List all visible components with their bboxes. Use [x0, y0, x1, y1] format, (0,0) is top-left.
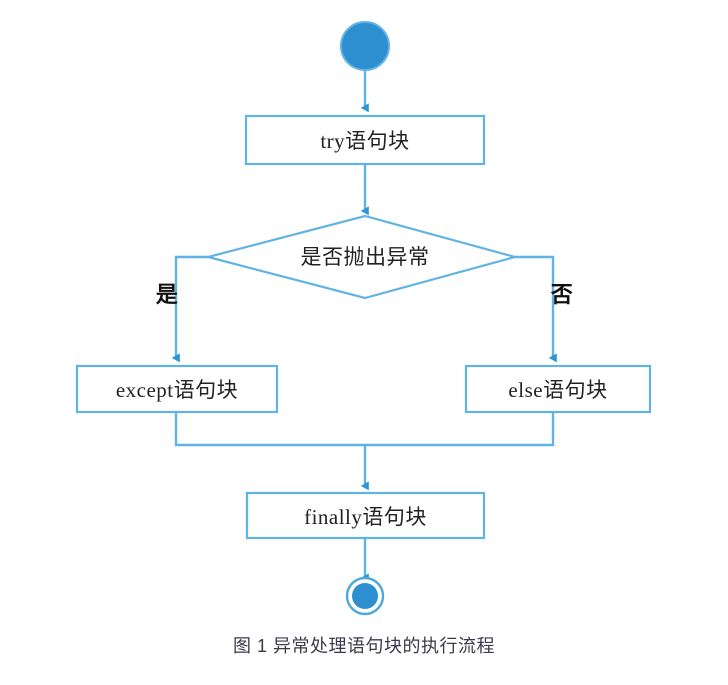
- finally-block-box: [245, 491, 486, 540]
- try-block-box: [244, 114, 486, 166]
- end-node: [345, 576, 385, 616]
- figure-caption: 图 1 异常处理语句块的执行流程: [232, 636, 495, 656]
- edge-decision-yes-to-except: [171, 255, 208, 363]
- edge-else-to-merge: [365, 412, 555, 447]
- decision-diamond-hit[interactable]: [208, 216, 515, 298]
- start-node-hit[interactable]: [341, 22, 389, 70]
- end-node-hit[interactable]: [347, 578, 383, 614]
- edge-decision-no-to-else: [515, 255, 557, 363]
- else-block-box: [464, 364, 652, 414]
- else-block-hit[interactable]: [466, 366, 650, 412]
- except-block-hit[interactable]: [77, 366, 277, 412]
- decision-diamond: [203, 214, 520, 300]
- edge-except-to-merge: [174, 412, 365, 447]
- try-block-hit[interactable]: [246, 116, 484, 164]
- finally-block-hit[interactable]: [247, 493, 484, 538]
